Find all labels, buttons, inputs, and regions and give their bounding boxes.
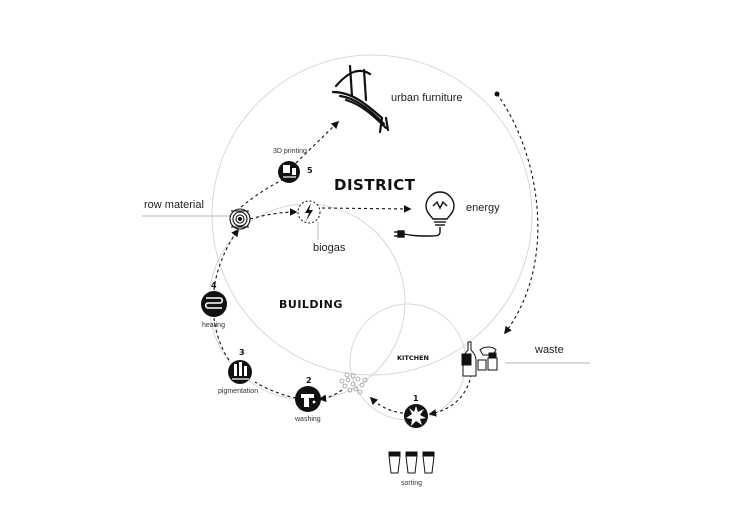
step-4-number: 4 xyxy=(211,281,217,290)
kitchen-label: KITCHEN xyxy=(397,354,429,362)
waste-icon xyxy=(461,341,498,377)
step-2-number: 2 xyxy=(306,376,312,385)
flow-pigmentation-to-heating xyxy=(213,317,230,361)
step-5-icon xyxy=(278,161,300,183)
bench-icon xyxy=(331,64,390,134)
flow-heating-to-filament xyxy=(213,228,239,291)
flow-printing-to-furniture xyxy=(295,120,340,164)
step-2-icon xyxy=(295,386,321,412)
flow-crushed-to-washing xyxy=(318,389,343,403)
biogas-icon xyxy=(297,200,321,224)
biogas-label: biogas xyxy=(313,242,346,254)
step-3-icon xyxy=(228,360,252,384)
furniture-end-dot xyxy=(494,91,500,97)
step-1-icon xyxy=(404,404,428,428)
sorting-bins-icon xyxy=(388,451,435,474)
energy-label: energy xyxy=(466,202,500,214)
district-label: DISTRICT xyxy=(334,176,416,194)
spool-icon xyxy=(229,208,251,230)
building-label: BUILDING xyxy=(279,298,343,311)
flow-filament-to-printing xyxy=(240,179,283,208)
waste-label: waste xyxy=(535,344,564,356)
flow-furniture-to-waste xyxy=(496,93,539,335)
flow-sorting-to-crushed xyxy=(369,396,404,414)
step-4-icon xyxy=(201,291,227,317)
step-5-number: 5 xyxy=(307,166,313,175)
step-1-number: 1 xyxy=(413,394,419,403)
step-2-caption: washing xyxy=(295,416,321,423)
flow-biogas-to-energy xyxy=(321,205,412,213)
urban-furniture-label: urban furniture xyxy=(391,92,463,104)
step-1-caption: sorting xyxy=(401,480,423,487)
step-3-number: 3 xyxy=(239,348,245,357)
row-material-label: row material xyxy=(144,199,204,211)
step-5-caption: 3D printing xyxy=(273,148,307,155)
crushed-plastic-icon xyxy=(339,372,368,395)
step-4-caption: heating xyxy=(202,322,225,329)
flow-filament-to-biogas xyxy=(249,208,298,220)
flow-washing-to-pigmentation xyxy=(254,381,297,399)
step-3-caption: pigmentation xyxy=(218,388,259,395)
bulb-icon xyxy=(394,191,455,238)
district-ring xyxy=(211,54,533,376)
kitchen-ring xyxy=(349,303,467,421)
